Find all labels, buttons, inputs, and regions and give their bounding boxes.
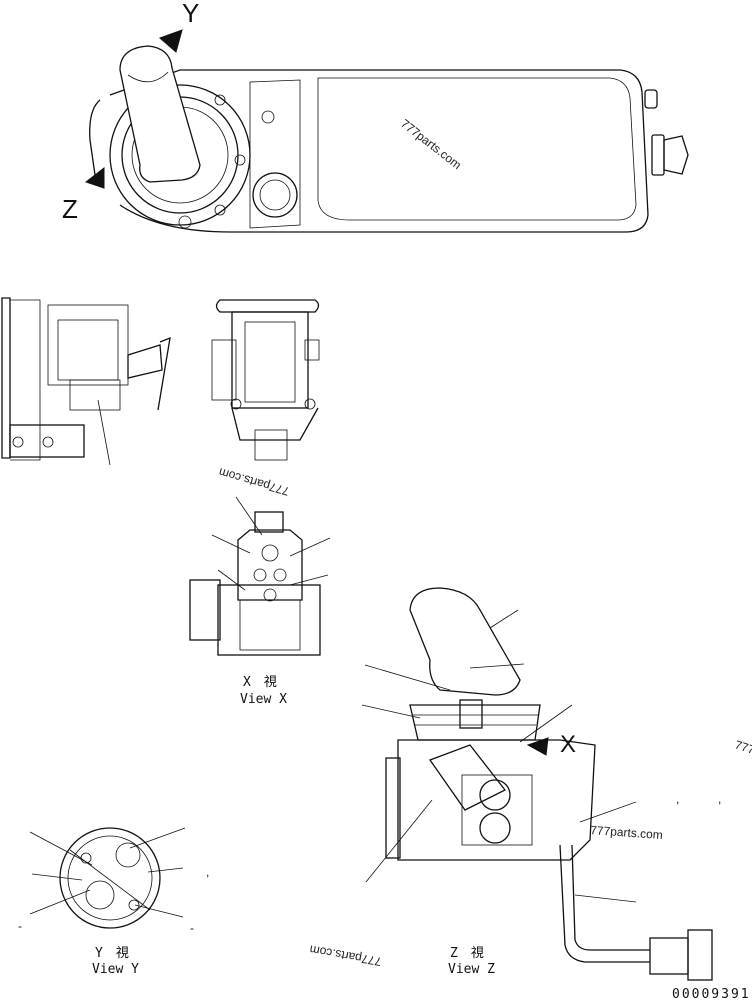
control-box-assembly [84,29,689,233]
view-x-caption-en: View X [240,692,287,707]
watermark-edge: 777pa [733,738,752,762]
side-view-assembly [1,297,171,466]
letter-z-label: Z [62,194,78,224]
view-y-assembly [29,827,186,929]
watermark-main: 777parts.com [398,116,464,172]
watermark-z: 777parts.com [590,823,664,842]
view-x-caption-jp: X 視 [243,675,277,690]
watermark-secondary: 777parts.com [217,465,291,498]
drawing-number: 00009391 [672,987,751,1000]
view-y-caption-jp: Y 視 [95,946,129,961]
view-z-caption-en: View Z [448,962,495,977]
stray-dash-2: - [190,921,194,935]
view-z-caption-jp: Z 視 [450,946,484,961]
view-y-caption-en: View Y [92,962,139,977]
stray-dash-1: - [18,919,22,933]
front-view-assembly [211,299,320,461]
stray-comma-1: , [206,865,209,879]
view-x-assembly [189,496,331,656]
view-z-assembly [361,587,713,981]
stray-comma-2: , [676,792,679,806]
watermark-bottom: 777parts.com [308,942,382,968]
letter-x-label: X [560,731,576,758]
stray-comma-3: , [718,792,721,806]
letter-y-label: Y [182,0,199,28]
